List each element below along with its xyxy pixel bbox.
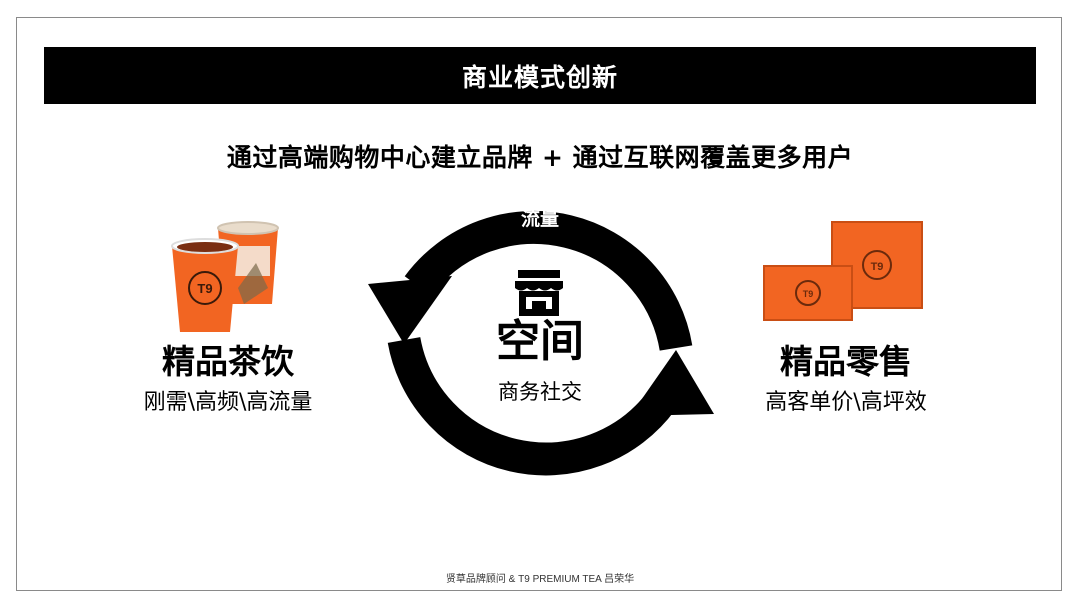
premium-retail-subtitle: 高客单价\高坪效 bbox=[765, 390, 927, 415]
cycle-diagram bbox=[368, 210, 714, 476]
cycle-arc-bottom bbox=[387, 336, 676, 476]
word-of-mouth-label: 口碑 bbox=[520, 476, 559, 498]
premium-retail-title: 精品零售 bbox=[780, 342, 912, 381]
box-logo-front: T9 bbox=[803, 289, 814, 299]
cycle-arrowhead-right bbox=[630, 350, 714, 416]
cup-logo: T9 bbox=[197, 281, 212, 296]
front-box: T9 bbox=[763, 265, 853, 321]
cycle-arc-top bbox=[404, 210, 693, 351]
tea-cups-image: T9 bbox=[171, 221, 279, 332]
title-bar: 商业模式创新 bbox=[44, 47, 1036, 104]
traffic-label: 流量 bbox=[520, 208, 559, 230]
front-cup: T9 bbox=[171, 238, 239, 332]
gift-boxes-image: T9 T9 bbox=[763, 221, 923, 321]
store-icon bbox=[515, 270, 563, 316]
page-title: 商业模式创新 bbox=[461, 62, 618, 92]
center-title: 空间 bbox=[496, 316, 584, 367]
footer-credit: 贤草品牌顾问 & T9 PREMIUM TEA 吕荣华 bbox=[445, 574, 635, 585]
subtitle: 通过高端购物中心建立品牌 + 通过互联网覆盖更多用户 bbox=[226, 143, 854, 172]
premium-tea-title: 精品茶饮 bbox=[162, 342, 294, 381]
box-logo: T9 bbox=[871, 261, 884, 273]
cycle-arrowhead-left bbox=[368, 276, 452, 344]
center-subtitle: 商务社交 bbox=[498, 380, 582, 404]
premium-tea-subtitle: 刚需\高频\高流量 bbox=[143, 390, 313, 415]
